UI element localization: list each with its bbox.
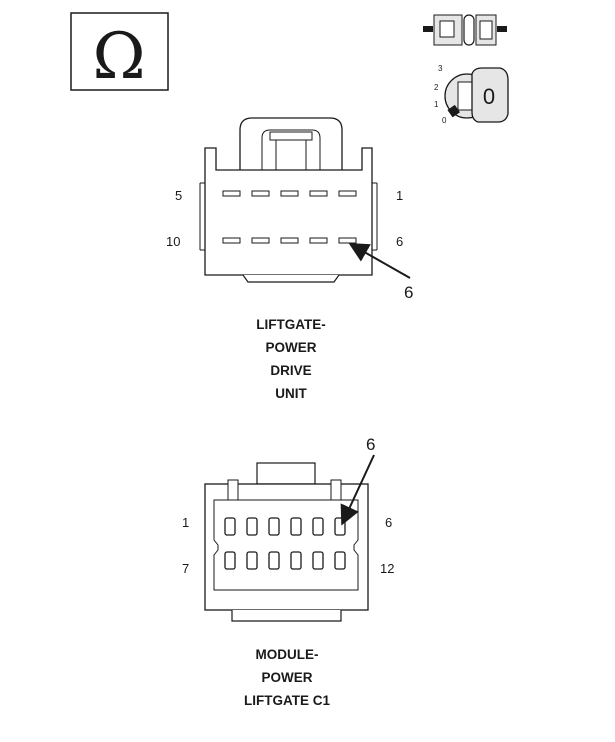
pin-label-12: 12 [380, 561, 394, 576]
key-position-0: 0 [442, 116, 447, 125]
connector-module-power-liftgate-c1: 1 6 7 12 6 MODULE- POWER LIFTGATE C1 [182, 435, 394, 708]
connector-name-line-3: LIFTGATE C1 [244, 693, 330, 708]
key-position-2: 2 [434, 83, 439, 92]
key-position-3: 3 [438, 64, 443, 73]
pin-label-6: 6 [385, 515, 392, 530]
connector-liftgate-power-drive-unit: 5 1 10 6 6 LIFTGATE- POWER DRIVE UNIT [166, 117, 413, 401]
callout-arrow [340, 454, 375, 526]
pin-label-1: 1 [182, 515, 189, 530]
ohmmeter-icon: Ω [70, 12, 169, 94]
connector-name-line-1: LIFTGATE- [256, 317, 325, 332]
callout-pin-number: 6 [404, 283, 413, 302]
ignition-key-icon: 3 2 1 0 0 [434, 64, 509, 125]
pin-label-1: 1 [396, 188, 403, 203]
ohm-symbol: Ω [92, 20, 145, 94]
connector-name-line-2: POWER [265, 340, 316, 355]
key-position-1: 1 [434, 100, 439, 109]
disconnect-connector-icon [423, 14, 507, 46]
pin-label-7: 7 [182, 561, 189, 576]
key-label: 0 [483, 84, 495, 109]
connector-name-line-4: UNIT [275, 386, 307, 401]
pin-label-6: 6 [396, 234, 403, 249]
pin-label-10: 10 [166, 234, 180, 249]
connector-name-line-2: POWER [261, 670, 312, 685]
connector-name-line-3: DRIVE [270, 363, 311, 378]
pin-label-5: 5 [175, 188, 182, 203]
callout-arrow [348, 243, 411, 279]
connector-name-line-1: MODULE- [256, 647, 319, 662]
callout-pin-number: 6 [366, 435, 375, 454]
